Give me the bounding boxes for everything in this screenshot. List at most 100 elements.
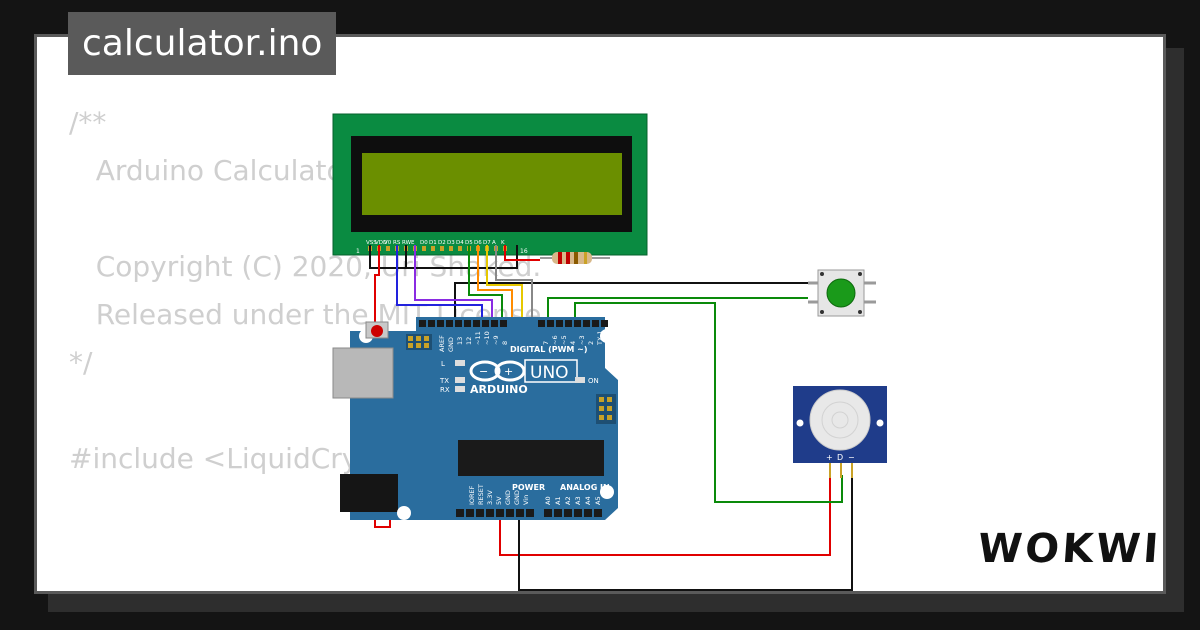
wire-green-pir — [574, 302, 843, 503]
header-pin[interactable] — [544, 509, 552, 517]
icsp-pin — [408, 343, 413, 348]
pin-label: 7 — [542, 341, 550, 345]
header-pin[interactable] — [473, 320, 480, 327]
wire-purple-e — [414, 245, 493, 320]
header-pin[interactable] — [456, 509, 464, 517]
header-pin[interactable] — [437, 320, 444, 327]
lcd-pin[interactable] — [440, 246, 444, 251]
lcd-pin-label: A — [492, 240, 496, 246]
header-pin[interactable] — [466, 509, 474, 517]
pin-label: ~6 — [551, 335, 559, 345]
lcd-pin[interactable] — [458, 246, 462, 251]
header-pin[interactable] — [547, 320, 554, 327]
header-pin[interactable] — [446, 320, 453, 327]
wire-red-pir — [499, 475, 831, 556]
wire-black-button — [454, 282, 808, 320]
model-label: UNO — [530, 363, 569, 383]
header-pin[interactable] — [496, 509, 504, 517]
lcd-pin-label: D2 — [438, 240, 446, 246]
pin-label: A4 — [584, 496, 592, 505]
arduino-logo: − + — [469, 360, 526, 382]
code-preview: /** Arduino Calculator Copyright (C) 202… — [69, 99, 550, 591]
header-pin[interactable] — [506, 509, 514, 517]
pin-label: AREF — [438, 335, 446, 352]
header-pin[interactable] — [594, 509, 602, 517]
header-pin[interactable] — [538, 320, 545, 327]
pin-label: A2 — [564, 496, 572, 505]
svg-text:−: − — [479, 365, 488, 378]
header-pin[interactable] — [583, 320, 590, 327]
header-pin[interactable] — [428, 320, 435, 327]
header-pin[interactable] — [565, 320, 572, 327]
code-line: /** — [69, 106, 107, 139]
header-pin[interactable] — [486, 509, 494, 517]
pin-label: RX 0 — [605, 330, 613, 345]
icsp-pin — [607, 406, 612, 411]
lcd-pin[interactable] — [431, 246, 435, 251]
arduino-uno-board[interactable]: DIGITAL (PWM ~) POWER ANALOG IN − + UNO … — [332, 317, 618, 520]
wire-green-d4 — [468, 245, 503, 320]
icsp-pin — [607, 415, 612, 420]
header-pin[interactable] — [592, 320, 599, 327]
lcd-pin-label: RS — [393, 240, 401, 246]
icsp-pin — [408, 336, 413, 341]
wire-blue-rs — [396, 245, 483, 320]
lcd-pin[interactable] — [422, 246, 426, 251]
pin-label: 8 — [501, 341, 509, 345]
header-pin[interactable] — [574, 320, 581, 327]
wire-red-lcd-vdd — [374, 245, 380, 330]
pin-label: 2 — [587, 341, 595, 345]
pin-label: 5V — [495, 496, 503, 505]
pin-label: TX 1 — [596, 330, 604, 346]
header-pin[interactable] — [482, 320, 489, 327]
header-pin[interactable] — [574, 509, 582, 517]
pin-label: 3.3V — [486, 490, 494, 505]
lcd-pin-label: D0 — [420, 240, 428, 246]
header-pin[interactable] — [601, 320, 608, 327]
lcd-pin-label: VDD — [375, 240, 387, 246]
header-pin[interactable] — [526, 509, 534, 517]
wire-black-gnd — [518, 475, 853, 591]
led-label-l: L — [441, 360, 445, 368]
lcd-pin-label: V0 — [384, 240, 392, 246]
wire-red-lcd-a — [504, 245, 540, 261]
lcd-pin-label: VSS — [366, 240, 377, 246]
pir-motion-sensor[interactable]: + D − — [793, 386, 887, 478]
wire-gray-d7 — [495, 245, 533, 320]
header-pin[interactable] — [476, 509, 484, 517]
icsp-pin — [416, 343, 421, 348]
lcd-pin-label: D6 — [474, 240, 482, 246]
icsp-pin — [607, 397, 612, 402]
header-pin[interactable] — [500, 320, 507, 327]
pin-label: ~11 — [474, 331, 482, 345]
header-pin[interactable] — [464, 320, 471, 327]
header-pin[interactable] — [516, 509, 524, 517]
file-name-tab[interactable]: calculator.ino — [68, 12, 337, 75]
header-pin[interactable] — [584, 509, 592, 517]
pin-label: A5 — [594, 496, 602, 505]
header-pin[interactable] — [455, 320, 462, 327]
brand-label: ARDUINO — [470, 383, 528, 396]
pin-label: ~3 — [578, 335, 586, 345]
code-line: */ — [69, 346, 93, 379]
header-pin[interactable] — [554, 509, 562, 517]
pin-label: ~5 — [560, 335, 568, 345]
code-line: Arduino Calculator — [69, 154, 356, 187]
lcd-pin-label: K — [501, 240, 505, 246]
icsp-pin — [424, 336, 429, 341]
header-pin[interactable] — [491, 320, 498, 327]
pin-label: A1 — [554, 496, 562, 505]
header-pin[interactable] — [564, 509, 572, 517]
push-button[interactable] — [808, 269, 876, 317]
pin-label: GND — [504, 490, 512, 505]
usb-port — [332, 347, 394, 399]
resistor[interactable] — [540, 252, 610, 264]
lcd-pin[interactable] — [449, 246, 453, 251]
header-pin[interactable] — [419, 320, 426, 327]
pin-label: RESET — [477, 484, 485, 505]
microcontroller-chip — [458, 440, 604, 476]
lcd-pin[interactable] — [386, 246, 390, 251]
code-line: // Display driver — [69, 586, 291, 591]
header-pin[interactable] — [556, 320, 563, 327]
